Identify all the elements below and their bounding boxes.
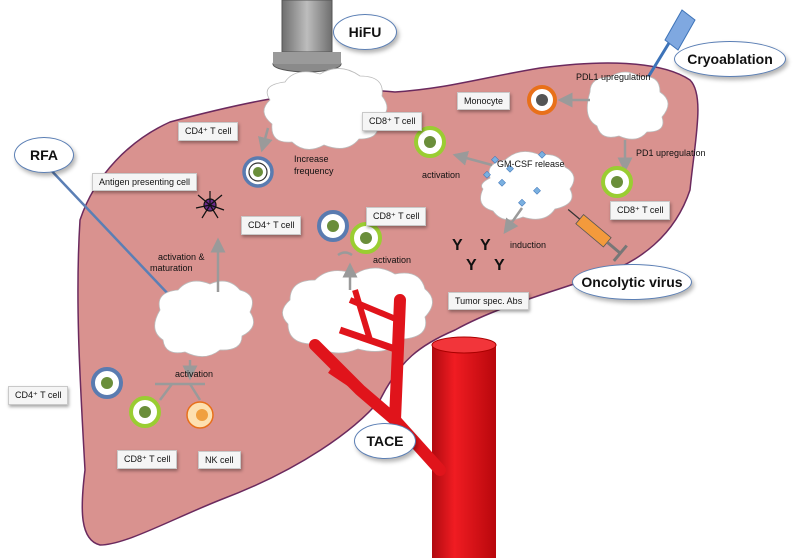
antibody-icon-1: Y [452, 237, 463, 254]
cloud-cryo [586, 71, 669, 140]
induction-label: induction [510, 240, 546, 250]
monocyte-cell-icon [527, 85, 557, 115]
arrow-gmcsf-to-cd8 [452, 151, 493, 167]
cd8-right-label: CD8⁺ T cell [610, 201, 671, 220]
rfa-label: RFA [14, 137, 74, 173]
activation-maturation-label-2: maturation [150, 263, 193, 273]
nk-label: NK cell [198, 451, 241, 469]
cd4-cell-left-icon [91, 367, 123, 399]
pd1-upregulation-label: PD1 upregulation [636, 148, 706, 158]
gmcsf-release-label: GM-CSF release [497, 159, 565, 169]
cd8-cell-bottom-icon [129, 396, 161, 428]
cloud-rfa [154, 280, 254, 357]
increase-frequency-label-2: frequency [294, 166, 334, 176]
cd8-cell-mid-icon [350, 222, 382, 254]
oncolytic-virus-label: Oncolytic virus [572, 264, 692, 300]
tace-label: TACE [354, 423, 416, 459]
arrow-induction [503, 207, 524, 235]
cd8-mid-label: CD8⁺ T cell [366, 207, 427, 226]
cd8-bottom-label: CD8⁺ T cell [117, 450, 178, 469]
antibody-icon-2: Y [480, 237, 491, 254]
artery-vessel-icon [309, 289, 497, 558]
activation-top-label: activation [422, 170, 460, 180]
cd8-top-label: CD8⁺ T cell [362, 112, 423, 131]
cd8-cell-right-icon [601, 166, 633, 198]
tumor-abs-label: Tumor spec. Abs [448, 292, 530, 310]
antigen-presenting-cell-icon [195, 191, 225, 219]
nk-cell-icon [186, 401, 214, 429]
hifu-transducer-icon [272, 0, 342, 73]
cloud-gmcsf [480, 151, 575, 221]
cd8-cell-top-icon [414, 126, 446, 158]
monocyte-label: Monocyte [457, 92, 511, 110]
cloud-hifu [263, 68, 388, 150]
antibody-icon-3: Y [466, 257, 477, 274]
hifu-label: HiFU [333, 14, 397, 50]
activation-bottom-label: activation [175, 369, 213, 379]
activation-mid-label: activation [373, 255, 411, 265]
activation-maturation-label-1: activation & [158, 252, 205, 262]
gmcsf-particles [483, 150, 546, 207]
cd4-top-label: CD4⁺ T cell [178, 122, 239, 141]
arrow-hifu-to-cd4 [258, 127, 273, 153]
pdl1-upregulation-label: PDL1 upregulation [576, 72, 651, 82]
syringe-icon [567, 209, 628, 262]
increase-frequency-label-1: Increase [294, 154, 329, 164]
antigen-presenting-label: Antigen presenting cell [92, 173, 198, 191]
cd4-cell-mid-icon [317, 210, 349, 242]
antibody-icon-4: Y [494, 257, 505, 274]
cd4-mid-label: CD4⁺ T cell [241, 216, 302, 235]
cd4-left-label: CD4⁺ T cell [8, 386, 69, 405]
cryoablation-label: Cryoablation [674, 41, 786, 77]
cd4-cell-top-ring [242, 156, 274, 188]
